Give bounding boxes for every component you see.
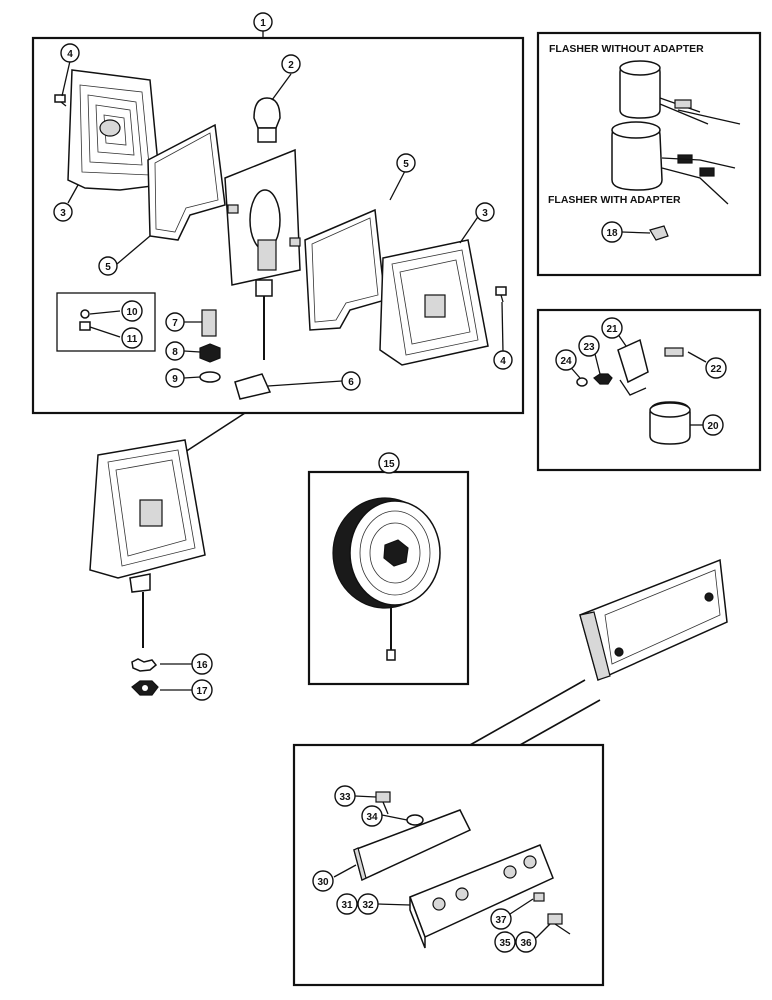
flasher-with-adapter-title: FLASHER WITH ADAPTER bbox=[548, 194, 681, 206]
callout-22: 22 bbox=[705, 357, 727, 379]
svg-text:4: 4 bbox=[500, 356, 506, 367]
svg-text:33: 33 bbox=[339, 792, 351, 803]
assembled-lamp bbox=[89, 439, 206, 696]
svg-text:16: 16 bbox=[196, 660, 208, 671]
callout-3a: 3 bbox=[53, 202, 73, 222]
svg-text:15: 15 bbox=[383, 459, 395, 470]
lockwasher bbox=[199, 371, 221, 383]
lens-right bbox=[379, 239, 489, 366]
svg-text:23: 23 bbox=[583, 342, 595, 353]
callout-2: 2 bbox=[281, 54, 301, 74]
svg-text:11: 11 bbox=[127, 334, 138, 345]
callout-4a: 4 bbox=[60, 43, 80, 63]
svg-text:8: 8 bbox=[172, 347, 178, 358]
star-washer bbox=[131, 658, 158, 672]
svg-text:6: 6 bbox=[348, 377, 354, 388]
svg-text:22: 22 bbox=[710, 364, 722, 375]
callout-15: 15 bbox=[378, 452, 400, 474]
bracket-screw bbox=[664, 347, 684, 357]
callout-23: 23 bbox=[578, 335, 600, 357]
fastener-inset bbox=[56, 292, 156, 352]
nut bbox=[199, 343, 221, 363]
callout-18: 18 bbox=[601, 221, 623, 243]
callout-35: 35 bbox=[494, 931, 516, 953]
callout-1: 1 bbox=[253, 12, 273, 32]
flasher-panel: FLASHER WITHOUT ADAPTER FLASHER WITH ADA… bbox=[536, 31, 762, 277]
svg-text:32: 32 bbox=[362, 900, 374, 911]
gasket-left bbox=[147, 123, 226, 241]
callout-16: 16 bbox=[191, 653, 213, 675]
callout-33: 33 bbox=[334, 785, 356, 807]
svg-text:17: 17 bbox=[196, 686, 208, 697]
svg-text:21: 21 bbox=[606, 324, 618, 335]
lens-upper-left bbox=[67, 69, 161, 191]
callout-30: 30 bbox=[312, 870, 334, 892]
svg-text:2: 2 bbox=[288, 60, 294, 71]
callout-8: 8 bbox=[165, 341, 185, 361]
bracket-nut bbox=[593, 373, 613, 385]
svg-text:37: 37 bbox=[495, 915, 507, 926]
callout-10: 10 bbox=[121, 300, 143, 322]
warning-lamp-panel bbox=[307, 463, 470, 686]
callout-17: 17 bbox=[191, 679, 213, 701]
svg-text:35: 35 bbox=[499, 938, 511, 949]
svg-text:30: 30 bbox=[317, 877, 329, 888]
gasket-right bbox=[304, 208, 386, 331]
flasher-mount-panel bbox=[536, 308, 762, 472]
callout-24: 24 bbox=[555, 349, 577, 371]
callout-20: 20 bbox=[702, 414, 724, 436]
callout-34: 34 bbox=[361, 805, 383, 827]
callout-21: 21 bbox=[601, 317, 623, 339]
flasher-without-adapter-title: FLASHER WITHOUT ADAPTER bbox=[549, 43, 704, 55]
screw-upper-left bbox=[54, 94, 67, 107]
callout-11: 11 bbox=[121, 327, 143, 349]
svg-text:36: 36 bbox=[520, 938, 532, 949]
svg-text:1: 1 bbox=[260, 18, 266, 29]
svg-text:4: 4 bbox=[67, 49, 73, 60]
svg-text:18: 18 bbox=[606, 228, 618, 239]
callout-36: 36 bbox=[515, 931, 537, 953]
callout-5a: 5 bbox=[98, 256, 118, 276]
callout-32: 32 bbox=[357, 893, 379, 915]
bulb bbox=[253, 97, 281, 143]
bracket bbox=[617, 338, 649, 384]
svg-text:24: 24 bbox=[560, 356, 572, 367]
svg-text:34: 34 bbox=[366, 812, 378, 823]
adapter bbox=[649, 225, 669, 241]
svg-text:9: 9 bbox=[172, 374, 178, 385]
callout-6: 6 bbox=[341, 371, 361, 391]
svg-text:5: 5 bbox=[403, 159, 409, 170]
svg-text:20: 20 bbox=[707, 421, 719, 432]
callout-7: 7 bbox=[165, 312, 185, 332]
marker-lamp-exploded-panel bbox=[292, 743, 605, 987]
svg-text:3: 3 bbox=[60, 208, 66, 219]
spacer bbox=[201, 309, 217, 337]
marker-lamp bbox=[469, 558, 728, 746]
svg-text:7: 7 bbox=[172, 318, 178, 329]
svg-text:5: 5 bbox=[105, 262, 111, 273]
svg-text:31: 31 bbox=[341, 900, 353, 911]
lamp-exploded-view bbox=[31, 30, 525, 453]
screw-right bbox=[495, 286, 507, 303]
callout-3b: 3 bbox=[475, 202, 495, 222]
callout-9: 9 bbox=[165, 368, 185, 388]
mounting-plate bbox=[234, 373, 272, 400]
callout-31: 31 bbox=[336, 893, 358, 915]
callout-4b: 4 bbox=[493, 350, 513, 370]
callout-5b: 5 bbox=[396, 153, 416, 173]
svg-text:10: 10 bbox=[126, 307, 138, 318]
callout-37: 37 bbox=[490, 908, 512, 930]
svg-text:3: 3 bbox=[482, 208, 488, 219]
lamp-base-socket bbox=[224, 148, 301, 360]
